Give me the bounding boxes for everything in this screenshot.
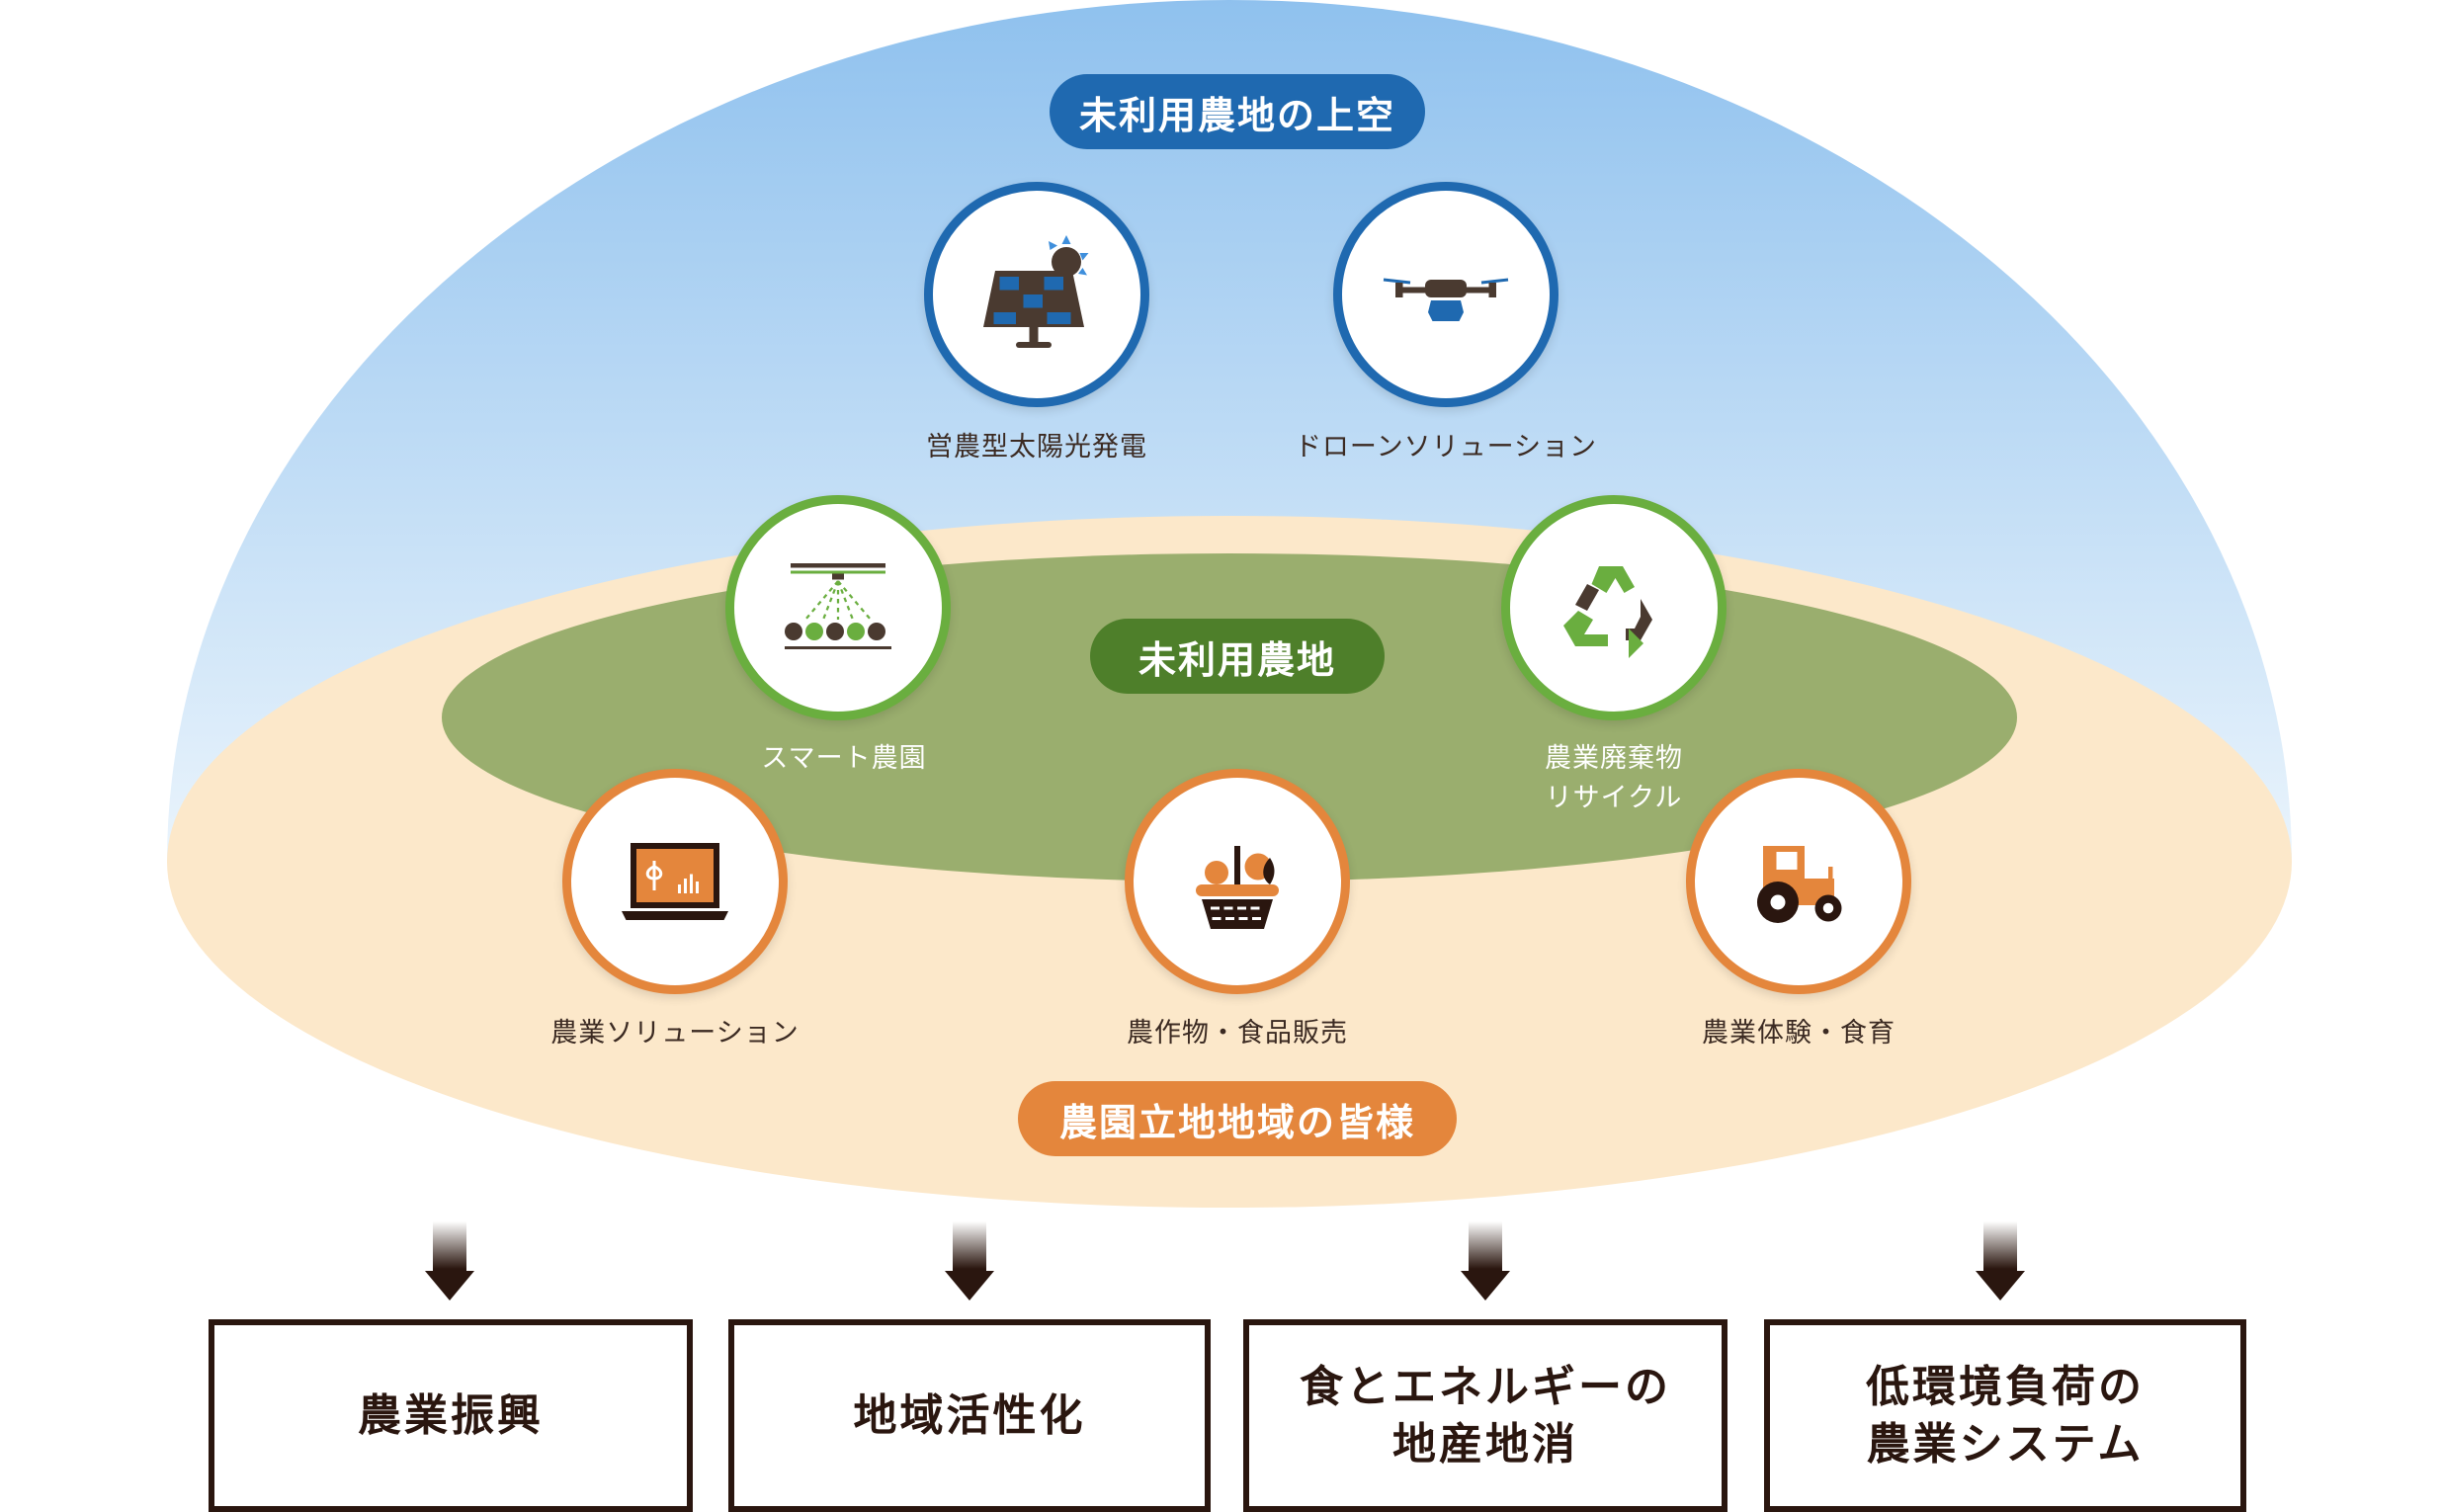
outcome-box-low-impact-system: 低環境負荷の農業システム <box>1764 1319 2246 1512</box>
land-title-badge: 未利用農地 <box>1090 619 1385 694</box>
recycle-circle <box>1501 495 1727 720</box>
down-arrow-icon <box>1461 1221 1510 1301</box>
farm-experience-label: 農業体験・食育 <box>1702 1018 1895 1049</box>
drone-icon <box>1383 278 1509 321</box>
down-arrow-icon <box>945 1221 994 1301</box>
sprinkler-trees-icon <box>785 563 891 649</box>
outcome-box-agri-promotion: 農業振興 <box>209 1319 693 1512</box>
agri-solution-circle <box>562 769 788 994</box>
outcome-line2: 農業システム <box>1866 1418 2145 1470</box>
solar-circle <box>924 182 1149 407</box>
outcome-line1: 低環境負荷の <box>1866 1361 2145 1412</box>
region-title-badge: 農園立地地域の皆様 <box>1018 1081 1457 1156</box>
outcome-line1: 食とエネルギーの <box>1300 1361 1671 1412</box>
basket-icon <box>1196 846 1279 929</box>
recycle-label-line2: リサイクル <box>1545 783 1683 813</box>
outcome-box-local-production: 食とエネルギーの地産地消 <box>1243 1319 1727 1512</box>
outcome-box-regional-revitalization: 地域活性化 <box>728 1319 1211 1512</box>
laptop-icon <box>622 843 728 920</box>
solar-label: 営農型太陽光発電 <box>926 432 1147 462</box>
recycle-label-line1: 農業廃棄物 <box>1545 743 1683 774</box>
food-sales-label: 農作物・食品販売 <box>1127 1018 1348 1049</box>
farm-experience-circle <box>1686 769 1911 994</box>
down-arrow-icon <box>425 1221 474 1301</box>
food-sales-circle <box>1125 769 1350 994</box>
tractor-icon <box>1757 846 1842 923</box>
outcome-line2: 地産地消 <box>1392 1418 1578 1470</box>
drone-label: ドローンソリューション <box>1294 432 1598 462</box>
smart-farm-circle <box>725 495 951 720</box>
recycle-icon <box>1563 566 1652 658</box>
outcome-line1: 地域活性化 <box>853 1389 1086 1441</box>
sky-title-badge: 未利用農地の上空 <box>1050 74 1425 149</box>
down-arrow-icon <box>1976 1221 2025 1301</box>
solar-panel-icon <box>983 235 1089 348</box>
smart-farm-label: スマート農園 <box>761 743 927 774</box>
drone-circle <box>1333 182 1558 407</box>
outcome-line1: 農業振興 <box>358 1389 544 1441</box>
agri-solution-label: 農業ソリューション <box>550 1018 800 1049</box>
